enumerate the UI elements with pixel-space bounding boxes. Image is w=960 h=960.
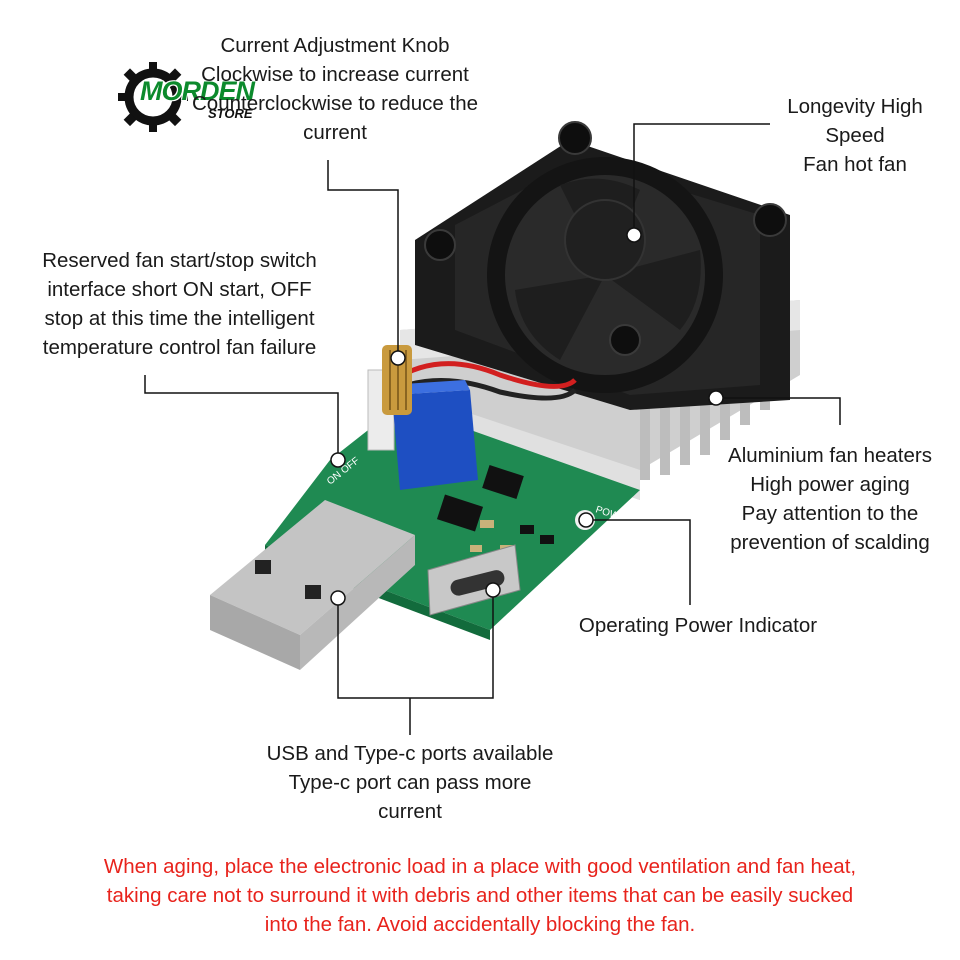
callout-heatsink-line: Pay attention to the [741, 502, 919, 525]
warning-line: taking care not to surround it with debr… [106, 884, 854, 907]
callout-knob-line: Clockwise to increase current [201, 63, 469, 86]
warning-line: into the fan. Avoid accidentally blockin… [264, 913, 696, 936]
callout-heatsink-line: prevention of scalding [730, 531, 930, 554]
callout-switch-line: interface short ON start, OFF [47, 278, 312, 301]
callout-knob: Current Adjustment Knob Clockwise to inc… [180, 31, 490, 147]
callout-knob-line: Counterclockwise to reduce the [191, 92, 478, 115]
callout-heatsink-line: Aluminium fan heaters [728, 444, 932, 467]
brand-sub: STORE [208, 106, 253, 121]
callout-lines [144, 123, 841, 735]
callout-heatsink-line: High power aging [750, 473, 910, 496]
callout-switch-line: Reserved fan start/stop switch [42, 249, 317, 272]
gear-icon [118, 62, 188, 132]
warning-note: When aging, place the electronic load in… [40, 852, 920, 939]
callout-fan-line: Speed [825, 124, 885, 147]
callout-ports-line: current [378, 800, 442, 823]
cooling-fan [415, 121, 790, 410]
callout-ports-line: Type-c port can pass more [288, 771, 532, 794]
usb-c-port [427, 544, 521, 616]
callout-dots [330, 227, 724, 606]
callout-ports-line: USB and Type-c ports available [266, 742, 554, 765]
callout-indicator-line: Operating Power Indicator [578, 614, 818, 637]
usb-a-plug [210, 500, 415, 670]
callout-knob-line: current [303, 121, 367, 144]
callout-switch-line: stop at this time the intelligent [44, 307, 315, 330]
callout-fan: Longevity High Speed Fan hot fan [760, 92, 950, 179]
callout-heatsink: Aluminium fan heaters High power aging P… [712, 441, 948, 557]
callout-switch-line: temperature control fan failure [42, 336, 317, 359]
brand-logo: MORDEN STORE [118, 62, 268, 132]
callout-knob-line: Current Adjustment Knob [220, 34, 450, 57]
callout-ports: USB and Type-c ports available Type-c po… [240, 739, 580, 826]
callout-indicator: Operating Power Indicator [560, 611, 836, 640]
brand-name: MORDEN [140, 76, 255, 106]
callout-fan-line: Longevity High [787, 95, 923, 118]
callout-fan-line: Fan hot fan [803, 153, 907, 176]
potentiometer-knob [382, 345, 478, 490]
callout-switch: Reserved fan start/stop switch interface… [22, 246, 337, 362]
warning-line: When aging, place the electronic load in… [103, 855, 857, 878]
